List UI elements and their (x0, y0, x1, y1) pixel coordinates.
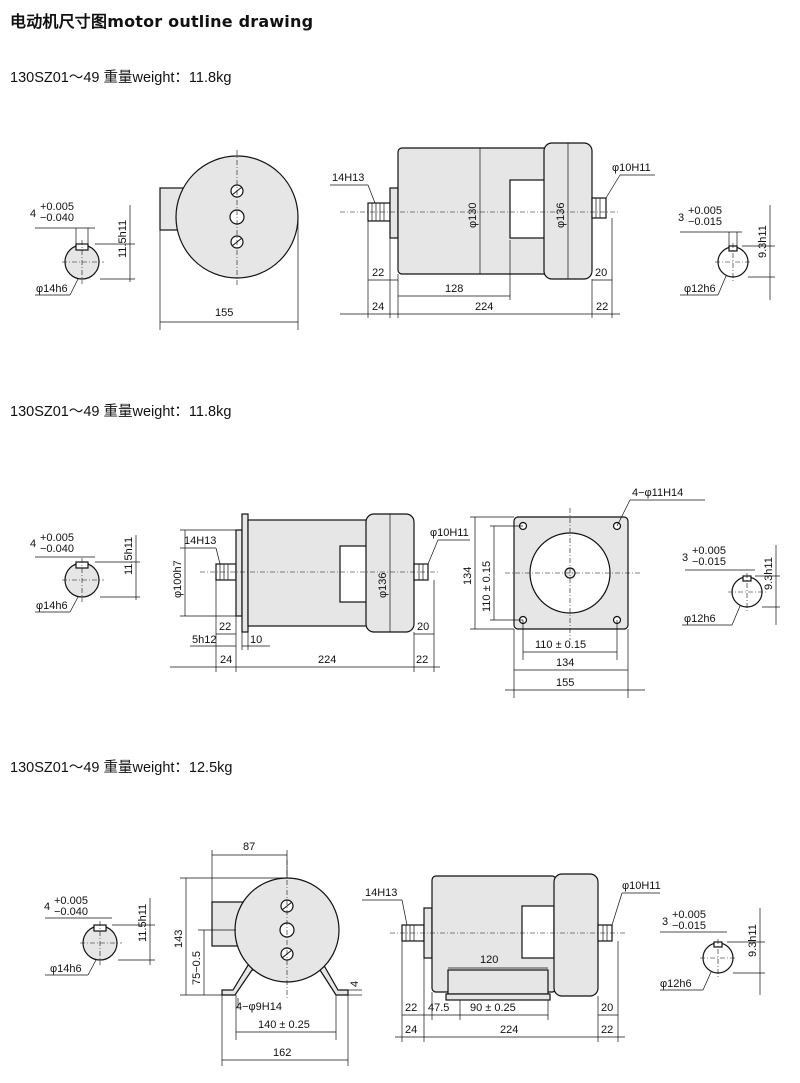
key-width-label-r2: 3 (682, 552, 688, 564)
shaft-dia-label-2: φ14h6 (36, 600, 68, 612)
tol-bot-label-r3: −0.015 (672, 920, 706, 932)
section-2-heading: 130SZ01～49 重量weight：11.8kg (10, 404, 232, 420)
shaft-dia-label-r: φ12h6 (684, 283, 716, 295)
dim-20: 20 (595, 267, 607, 279)
dim-20-2: 20 (417, 621, 429, 633)
dim-128: 128 (445, 283, 463, 295)
end-view-1: 155 (159, 150, 299, 330)
rear-shaft-label-2: φ10H11 (430, 527, 469, 539)
dim-22b-3: 22 (601, 1024, 613, 1036)
shaft-section-left-1: 4 +0.005 −0.040 11.5h11 φ14h6 (30, 201, 135, 296)
key-height-label-r: 9.3h11 (757, 225, 769, 258)
dim-110-v: 110 ± 0.15 (481, 561, 493, 612)
section-1-heading: 130SZ01～49 重量weight：11.8kg (10, 70, 232, 86)
tol-bot-label-r2: −0.015 (692, 556, 726, 568)
dim-224-3: 224 (500, 1024, 518, 1036)
dim-134-h: 134 (556, 657, 574, 669)
shaft-14h13-3: 14H13 (365, 887, 397, 899)
side-view-1: φ130 φ136 14H13 22 128 20 24 224 22 φ10H… (330, 142, 655, 318)
shaft-section-left-3: 4 +0.005 −0.040 11.5h11 φ14h6 (44, 895, 155, 976)
side-view-2: φ100h7 φ136 14H13 22 10 5h12 20 24 224 2… (170, 513, 470, 672)
page-title: 电动机尺寸图motor outline drawing (10, 12, 314, 31)
tol-bot-label-r: −0.015 (688, 216, 722, 228)
shaft-dia-label-r3: φ12h6 (660, 978, 692, 990)
dia-136-2: φ136 (377, 573, 389, 599)
tol-top-label-3: +0.005 (54, 895, 88, 907)
end-view-3: 87 143 75−0.5 4 4−φ9H14 140 ± 0.25 162 (173, 841, 362, 1066)
rear-shaft-label: φ10H11 (612, 162, 651, 174)
shaft-dia-label-3: φ14h6 (50, 963, 82, 975)
key-width-label-2: 4 (30, 538, 36, 550)
dim-20-3: 20 (601, 1002, 613, 1014)
section-3-heading: 130SZ01～49 重量weight：12.5kg (10, 760, 233, 776)
dim-24-2: 24 (220, 654, 232, 666)
dim-134-v: 134 (462, 567, 474, 585)
tol-bot-label-3: −0.040 (54, 906, 88, 918)
flange-view-2: 4−φ11H14 134 110 ± 0.15 110 ± 0.15 134 1… (462, 487, 705, 698)
shaft-section-right-1: 3 +0.005 −0.015 9.3h11 φ12h6 (678, 205, 775, 300)
side-view-3: 14H13 120 22 47.5 90 ± 0.25 20 24 224 22… (362, 873, 661, 1042)
shaft-dia-label-r2: φ12h6 (684, 613, 716, 625)
dia-130: φ130 (467, 203, 479, 229)
tol-bot-label-2: −0.040 (40, 543, 74, 555)
key-width-label: 4 (30, 208, 36, 220)
shaft-section-left-2: 4 +0.005 −0.040 11.5h11 φ14h6 (30, 532, 140, 613)
dim-75: 75−0.5 (191, 951, 203, 985)
dia-136: φ136 (555, 203, 567, 229)
key-width-label-r: 3 (678, 212, 684, 224)
spigot-dia: φ100h7 (172, 560, 184, 598)
dim-224-2: 224 (318, 654, 336, 666)
tol-top-label-2: +0.005 (40, 532, 74, 544)
shaft-14h13-2: 14H13 (184, 535, 216, 547)
key-height-label-r3: 9.3h11 (747, 924, 759, 957)
dim-24-3: 24 (405, 1024, 417, 1036)
key-height-label: 11.5h11 (117, 220, 129, 258)
key-height-label-r2: 9.3h11 (763, 557, 775, 590)
tol-bot-label: −0.040 (40, 212, 74, 224)
dim-110-h: 110 ± 0.15 (535, 639, 586, 651)
tol-top-label-r: +0.005 (688, 205, 722, 217)
dim-4: 4 (349, 981, 361, 987)
mount-holes: 4−φ9H14 (236, 1001, 282, 1013)
tol-top-label: +0.005 (40, 201, 74, 213)
dim-87: 87 (243, 841, 255, 853)
dim-140: 140 ± 0.25 (258, 1019, 310, 1031)
rear-shaft-label-3: φ10H11 (622, 880, 661, 892)
dim-22b: 22 (596, 301, 608, 313)
dim-22-3: 22 (405, 1002, 417, 1014)
shaft-14h13: 14H13 (332, 172, 364, 184)
flange-holes: 4−φ11H14 (632, 487, 683, 499)
key-width-label-r3: 3 (662, 916, 668, 928)
key-height-label-2: 11.5h11 (123, 537, 135, 575)
dim-22: 22 (372, 267, 384, 279)
dim-22b-2: 22 (416, 654, 428, 666)
dim-5h12: 5h12 (192, 634, 216, 646)
key-width-label-3: 4 (44, 901, 50, 913)
shaft-dia-label: φ14h6 (36, 283, 68, 295)
tol-top-label-r2: +0.005 (692, 545, 726, 557)
tol-top-label-r3: +0.005 (672, 909, 706, 921)
dim-162: 162 (273, 1047, 291, 1059)
dim-24: 24 (372, 301, 384, 313)
dim-10: 10 (250, 634, 262, 646)
dim-155: 155 (215, 307, 233, 319)
dim-22-2: 22 (219, 621, 231, 633)
dim-155-2: 155 (556, 677, 574, 689)
dim-224: 224 (475, 301, 493, 313)
dim-47-5: 47.5 (428, 1002, 449, 1014)
shaft-section-right-3: 3 +0.005 −0.015 9.3h11 φ12h6 (660, 908, 765, 995)
dim-143: 143 (173, 930, 185, 948)
dim-120: 120 (480, 954, 498, 966)
dim-90: 90 ± 0.25 (470, 1002, 516, 1014)
key-height-label-3: 11.5h11 (137, 904, 149, 942)
shaft-section-right-2: 3 +0.005 −0.015 9.3h11 φ12h6 (682, 545, 780, 626)
